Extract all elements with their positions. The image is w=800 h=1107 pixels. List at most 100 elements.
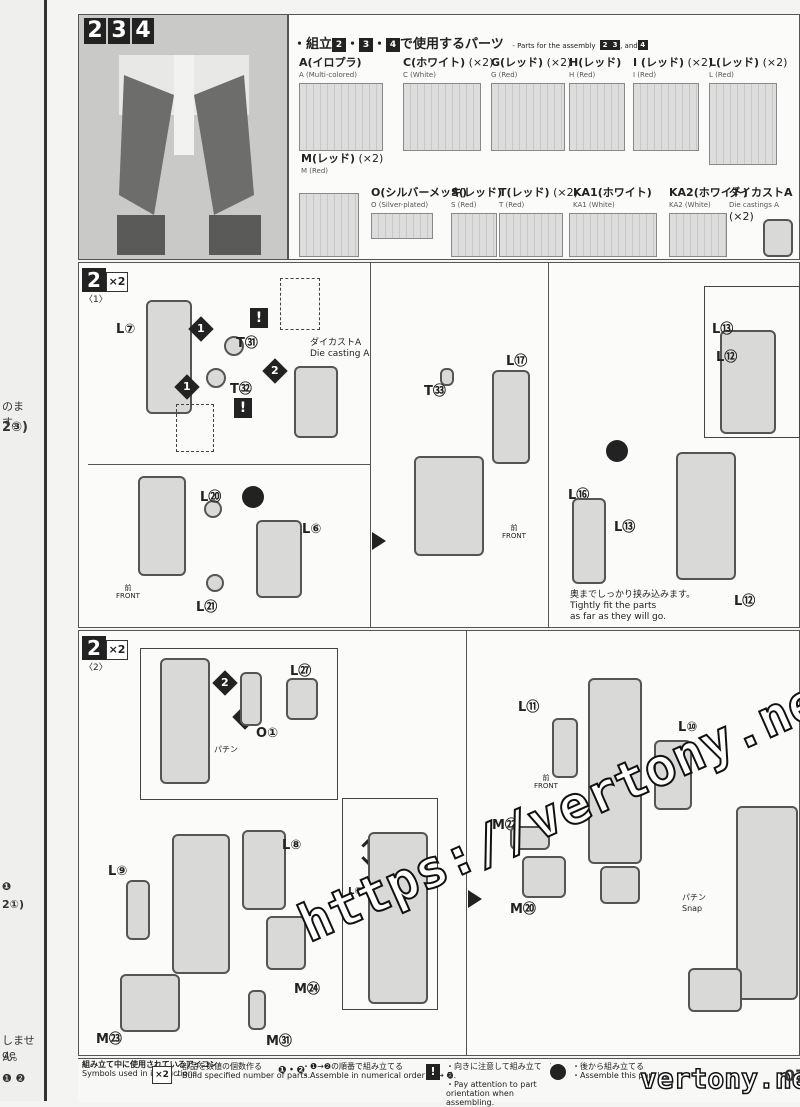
orientation-warning-icon: ! [234,398,252,418]
diecast-a-part [294,366,338,438]
page-number: 07 [784,1066,800,1085]
divider [88,464,370,465]
detail-callout [280,278,320,330]
label-l6: L⑥ [302,522,322,537]
sprue-l-diagram [709,83,777,165]
label-l7: L⑦ [116,322,136,337]
sprue-h-diagram [569,83,625,151]
armor-l27 [286,678,318,720]
leg-assembly-final [588,678,642,864]
label-t33: T㉝ [424,384,446,399]
label-m20: M⑳ [510,902,536,917]
edge-text: しません。 [2,1034,35,1063]
label-m31: M㉛ [266,1034,292,1049]
leg-assembly-complete [736,806,798,1000]
leg-assembly [414,456,484,556]
label-l9: L⑨ [108,864,128,879]
piston-m31 [248,990,266,1030]
step-2-2-sub: 〈2〉 [84,663,108,673]
step-2-2-badge: 2 [82,636,106,660]
label-l27: L㉗ [290,664,312,679]
watermark-corner: vertony.net [639,1061,800,1096]
part-runner-s: S(レッド) S (Red) [451,186,502,210]
part-runner-ka1: KA1(ホワイト) KA1 (White) [573,186,652,210]
armor-l16 [572,498,606,584]
foot-m23 [120,974,180,1032]
leg-assembly [172,834,230,974]
armor-l10 [654,740,692,810]
sprue-t-diagram [499,213,563,257]
label-o1: O① [256,726,279,741]
label-m24: M㉔ [294,982,320,997]
legend-item: ・部品を数値の個数作る・Build specified number of pa… [174,1062,311,1080]
part-runner-g: G(レッド) (×2)G (Red) [491,56,572,80]
label-l20: L⑳ [200,490,222,505]
leg-frame-assembly [138,476,186,576]
sprue-g-diagram [491,83,565,151]
sprue-i-diagram [633,83,699,151]
foot-complete [688,968,742,1012]
header-step-3: 3 [108,18,130,44]
divider [466,630,467,1056]
ring-t32 [206,368,226,388]
next-arrow-icon [468,890,482,908]
label-t32: T㉜ [230,382,252,397]
armor-l17 [492,370,530,464]
armor-l8 [242,830,286,910]
legend-seq-icon: ❶・❷ [278,1065,305,1076]
label-l17: L⑰ [506,354,528,369]
edge-text: 2①) [2,898,24,911]
detail-inset [342,798,438,1010]
step-2-1-qty: ×2 [106,272,128,292]
orientation-warning-icon: ! [250,308,268,328]
step-2-1-sub: 〈1〉 [84,295,108,305]
sprue-ka1-diagram [569,213,657,257]
detail-callout [176,404,214,452]
label-t31: T㉛ [236,336,258,351]
divider [548,262,549,628]
label-l21: L㉑ [196,600,218,615]
assemble-later-icon [606,440,628,462]
diecast-a-shape [763,219,793,257]
leg-inset-assembly [368,832,428,1004]
ankle-part [600,866,640,904]
part-m22 [510,826,550,850]
foot-part [522,856,566,898]
left-page-edge: のます。 2③) ❶ 2①) しません。 ge ❶ ❷ [0,0,47,1101]
ring-l21 [206,574,224,592]
part-runner-c: C(ホワイト) (×2)C (White) [403,56,494,80]
edge-text: 2③) [2,420,28,435]
legend-item: ・❶→❷の順番で組み立てる・Assemble in numerical orde… [302,1062,457,1080]
sprue-s-diagram [451,213,497,257]
part-runner-h: H(レッド) H (Red) [569,56,622,80]
label-l10: L⑩ [678,720,698,735]
label-l13-inset: L⑬ [712,322,734,337]
sprue-c-diagram [403,83,481,151]
part-runner-ka2: KA2(ホワイト) KA2 (White) [669,186,748,210]
part-runner-t: T(レッド) (×2)T (Red) [499,186,578,210]
sprue-m-diagram [299,193,359,257]
legend-item: ・向きに注意して組み立てる・Pay attention to part orie… [446,1062,542,1107]
ring-l20 [204,500,222,518]
header-step-2: 2 [84,18,106,44]
part-runner-o: O(シルバーメッキ) O (Silver-plated) [371,186,467,210]
edge-text: ❶ ❷ [2,1072,26,1085]
label-l8: L⑧ [282,838,302,853]
armor-l6 [256,520,302,598]
silver-part-o1 [240,672,262,726]
sprue-o-diagram [371,213,433,239]
assemble-later-icon [242,486,264,508]
step-2-1-badge: 2 [82,268,106,292]
next-arrow-icon [372,532,386,550]
leg-inner-frame [160,658,210,784]
detail-inset [140,648,338,800]
part-runner-m: M(レッド) (×2)M (Red) [301,152,384,176]
